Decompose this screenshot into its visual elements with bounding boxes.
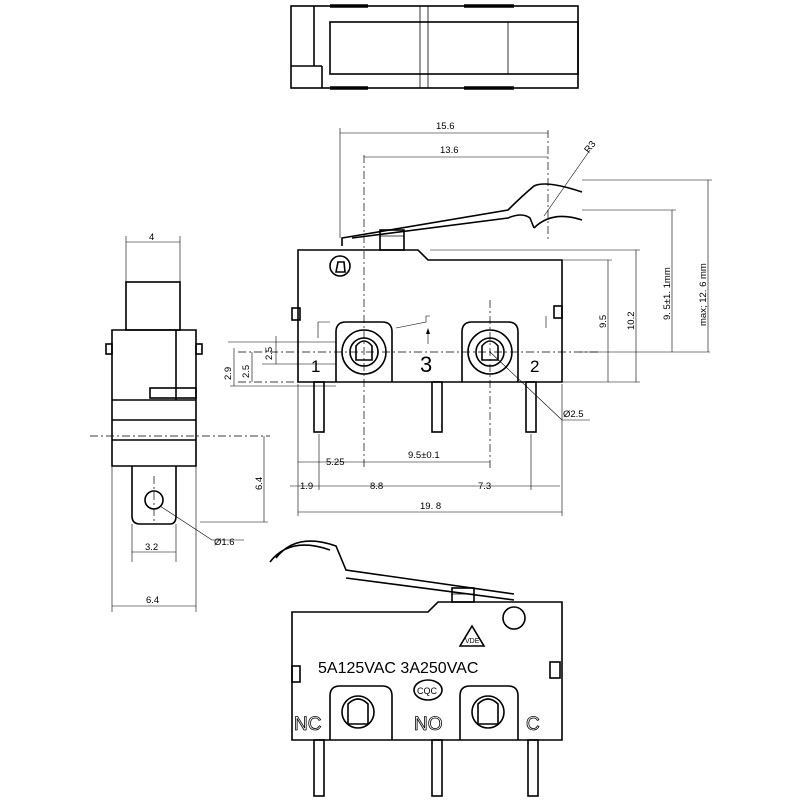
side-view: 4 6.4 Ø1.6 3.2 6.4	[90, 232, 270, 612]
dim-8-8: 8.8	[370, 481, 383, 492]
dim-10-2: 10.2	[626, 312, 637, 331]
dim-r3: R3	[582, 139, 598, 155]
dim-15-6: 15.6	[436, 121, 455, 132]
label-no: NO	[414, 714, 443, 735]
top-view	[290, 4, 579, 90]
dim-5-25: 5.25	[326, 457, 345, 468]
side-dim-6-4-horizontal: 6.4	[146, 595, 159, 606]
dim-2-9: 2.9	[223, 367, 234, 380]
dim-7-3: 7.3	[478, 481, 491, 492]
vde-mark: VDE	[465, 638, 480, 645]
dim-13-6: 13.6	[440, 145, 459, 156]
cqc-mark: CQC	[417, 686, 438, 696]
dim-9-5-tol: 9. 5±1. 1mm	[662, 267, 673, 320]
dim-max-12-6: max; 12. 6 mm	[698, 263, 709, 326]
dim-2-5-a: 2.5	[264, 347, 275, 360]
front-view: 1 3 2 15.6 13.6 R3 9.5 10.2 9. 5±1. 1mm	[223, 121, 712, 516]
side-dim-3-2: 3.2	[145, 542, 158, 553]
side-dim-4: 4	[149, 232, 154, 243]
labeled-front-view: VDE 5A125VAC 3A250VAC CQC NC NO C	[269, 540, 563, 797]
dim-9-5-pitch: 9.5±0.1	[408, 450, 440, 461]
terminal-number-3: 3	[420, 352, 432, 377]
label-c: C	[526, 714, 540, 735]
terminal-number-2: 2	[530, 357, 539, 376]
dim-dia-2-5: Ø2.5	[563, 409, 584, 420]
dim-9-5: 9.5	[598, 315, 609, 328]
side-dim-dia-1-6: Ø1.6	[214, 537, 235, 548]
side-dim-6-4-vertical: 6.4	[254, 477, 265, 490]
dim-2-5-b: 2.5	[241, 365, 252, 378]
rating-label: 5A125VAC 3A250VAC	[318, 660, 478, 677]
label-nc: NC	[294, 714, 321, 735]
dim-19-8: 19. 8	[420, 501, 441, 512]
dim-1-9: 1.9	[300, 481, 313, 492]
terminal-number-1: 1	[311, 357, 320, 376]
